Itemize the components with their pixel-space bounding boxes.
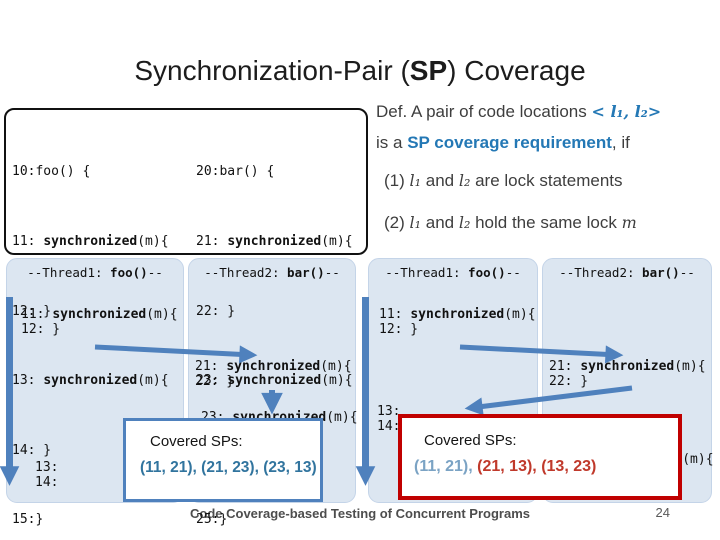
thread1-header: --Thread1: foo()-- [385,265,521,280]
page-title: Synchronization-Pair (SP) Coverage [0,55,720,87]
footer-title: Code Coverage-based Testing of Concurren… [190,506,530,521]
definition-line-2: is a SP coverage requirement, if [376,133,630,152]
exec-line-13: 13: [377,404,401,419]
exec-line-14: 14: [377,419,401,434]
exec-line-22: 22: } [549,374,589,389]
definition-condition-2: (2) l₁ and l₂ hold the same lock m [384,213,637,232]
covered-sps-label: Covered SPs: [150,433,243,450]
exec-line-12: 12: } [21,322,61,337]
exec-line-21: 21: synchronized(m){ [549,359,706,374]
code-line: 13: synchronized(m){ [12,373,169,389]
page-number: 24 [655,505,670,520]
source-code-box: 10:foo() { 11: synchronized(m){ 12: } 13… [4,108,368,527]
title-post: ) Coverage [447,55,586,86]
thread1-header: --Thread1: foo()-- [27,265,163,280]
title-pre: Synchronization-Pair ( [134,55,410,86]
title-bold: SP [409,55,448,86]
code-line: 25:} [196,512,228,528]
covered-sps-box-right: Covered SPs: (11, 21), (21, 13), (13, 23… [398,414,682,500]
covered-sps-values: (11, 21), (21, 13), (13, 23) [414,458,597,475]
code-line: 12: } [12,303,52,319]
code-line: 21: synchronized(m){ [196,234,353,250]
code-column-bar: 20:bar() { 21: synchronized(m){ 22: } 23… [196,114,353,540]
thread2-header: --Thread2: bar()-- [204,265,340,280]
sp-pair-math: < l₁, l₂> [591,102,662,121]
code-line: 20:bar() { [196,164,275,180]
definition-condition-1: (1) l₁ and l₂ are lock statements [384,171,623,190]
thread2-header: --Thread2: bar()-- [559,265,695,280]
covered-sps-label: Covered SPs: [424,432,517,449]
exec-line-14: 14: [35,475,59,490]
sp-coverage-term: SP coverage requirement [407,133,612,152]
code-line: 14: } [12,442,52,458]
code-line: 15:} [12,512,44,528]
exec-line-11: 11: synchronized(m){ [21,307,178,322]
exec-line-13: 13: [35,460,59,475]
code-line: 10:foo() { [12,164,91,180]
definition-line-1: Def. A pair of code locations < l₁, l₂> [376,102,662,121]
code-line: 11: synchronized(m){ [12,234,169,250]
code-line: 23: synchronized(m){ [196,373,353,389]
exec-line-22: 22: } [195,374,235,389]
exec-line-12: 12: } [379,322,419,337]
code-line: 22: } [196,303,236,319]
code-column-foo: 10:foo() { 11: synchronized(m){ 12: } 13… [12,114,169,540]
exec-line-11: 11: synchronized(m){ [379,307,536,322]
covered-sps-values: (11, 21), (21, 23), (23, 13) [140,459,317,476]
covered-sps-box-left: Covered SPs: (11, 21), (21, 23), (23, 13… [123,418,323,502]
